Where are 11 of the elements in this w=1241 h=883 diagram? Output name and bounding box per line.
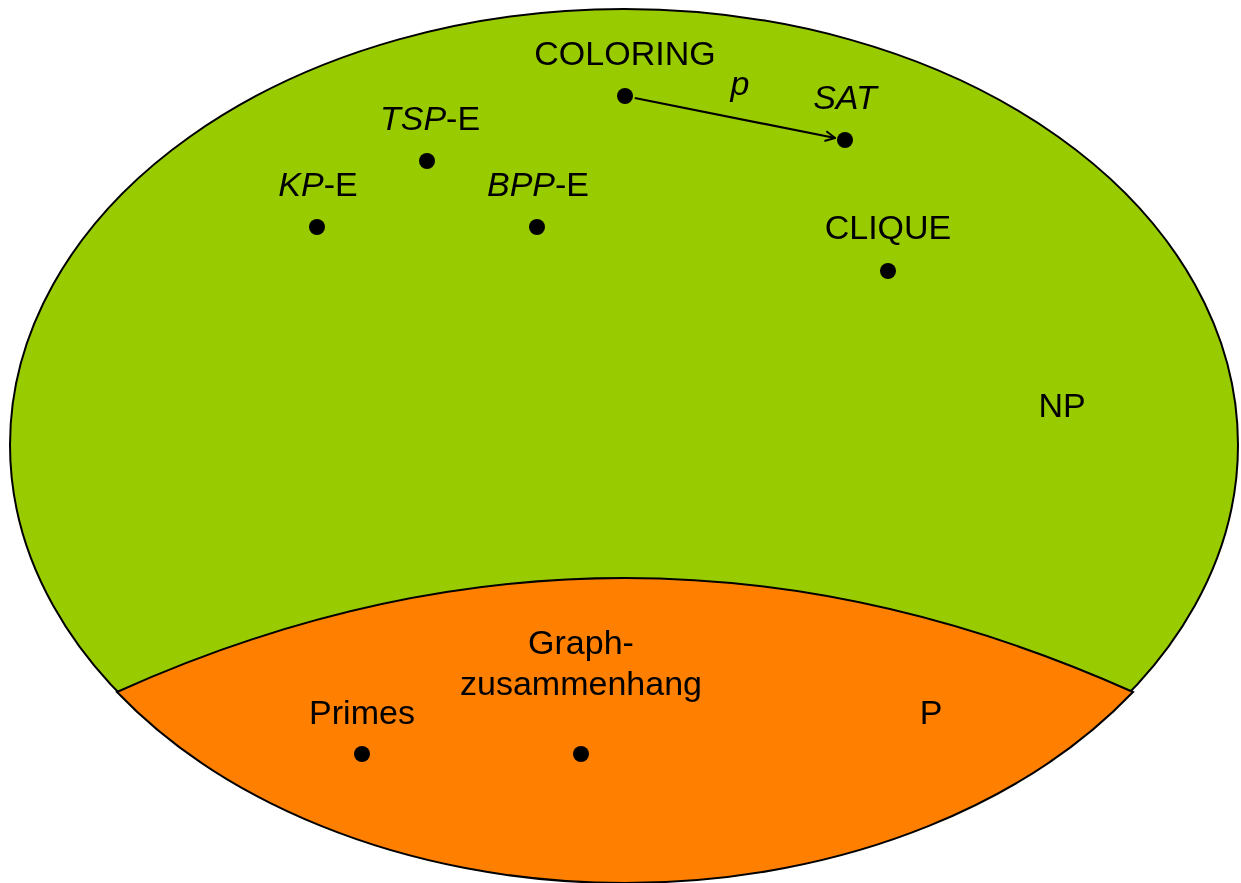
- point-label: KP-E: [278, 163, 358, 205]
- arrow: [634, 96, 837, 142]
- point-label: Primes: [309, 691, 415, 733]
- point-label: SAT: [813, 76, 877, 118]
- point-label: Graph- zusammenhang: [459, 622, 703, 704]
- point-label: BPP-E: [487, 163, 589, 205]
- set-label: NP: [1038, 384, 1086, 426]
- point-label: CLIQUE: [824, 206, 952, 248]
- point-label: COLORING: [534, 32, 716, 74]
- set-label: P: [919, 691, 943, 733]
- point-label: TSP-E: [379, 97, 481, 139]
